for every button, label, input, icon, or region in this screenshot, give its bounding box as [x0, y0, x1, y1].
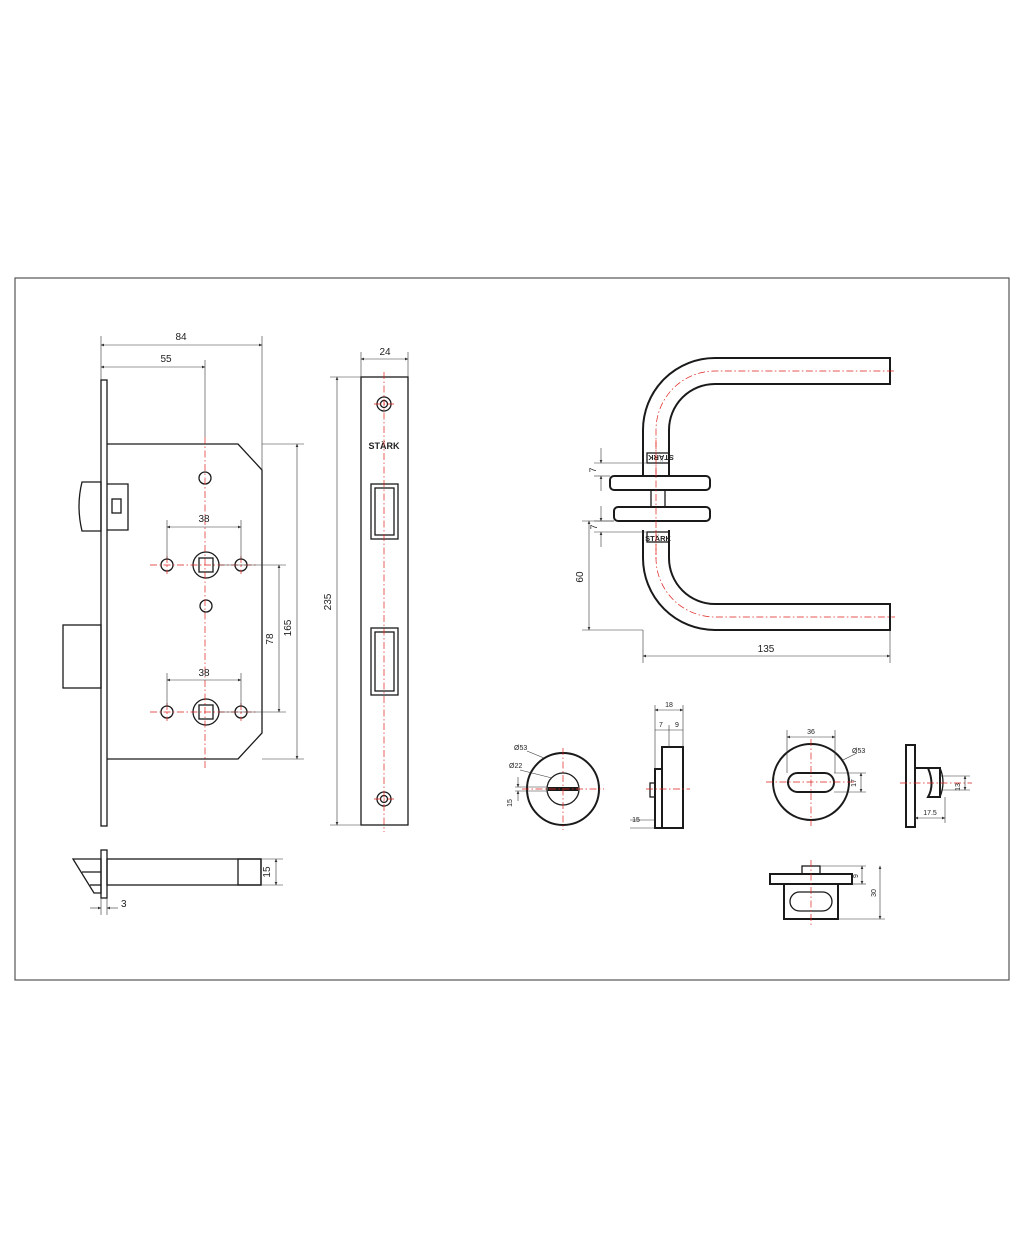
dim-backset-55: 55 [160, 354, 172, 365]
dim-knob-height-13: 13 [955, 783, 962, 791]
dim-rose-gap-7-upper: 7 [588, 467, 598, 472]
dim-knob-depth-17-5: 17.5 [923, 810, 937, 817]
dim-oval-width-36: 36 [807, 729, 815, 736]
forend-front-view: STÄRK [360, 372, 409, 832]
dim-handle-height-60: 60 [575, 571, 586, 583]
mortise-lock-body [62, 379, 263, 827]
oval-escutcheon-side-dimensions: 13 17.5 [914, 775, 970, 823]
dim-rose-gap-7-lower: 7 [589, 524, 599, 529]
dim-hole-spacing-38-bottom: 38 [198, 668, 210, 679]
dim-latch-height-15: 15 [262, 866, 273, 878]
dim-width-84: 84 [175, 332, 187, 343]
lever-handle: STÄRK STÄRK [609, 357, 895, 631]
oval-escutcheon-side [900, 744, 972, 828]
oval-escutcheon-plan-dimensions: 9 30 [820, 865, 885, 920]
dim-forend-width-24: 24 [379, 347, 391, 358]
dim-base-15: 15 [632, 817, 640, 824]
dim-dia-53-oval: Ø53 [852, 748, 865, 755]
oval-escutcheon-plan [769, 860, 853, 925]
dim-plan-30: 30 [871, 889, 878, 897]
handle-brand-upper: STÄRK [648, 453, 674, 462]
oval-escutcheon-front-dimensions: 36 Ø53 17 [786, 729, 866, 793]
dim-case-height-165: 165 [283, 619, 294, 636]
mortise-dimensions: 84 55 38 38 78 165 [100, 332, 304, 760]
oval-escutcheon-front [766, 739, 856, 826]
forend-dimensions: 24 235 [323, 347, 409, 826]
dim-hole-spacing-38-top: 38 [198, 514, 210, 525]
dim-split-7: 7 [659, 722, 663, 729]
turn-escutcheon-side-dimensions: 18 7 9 15 [630, 702, 684, 829]
dim-dia-53-turn: Ø53 [514, 745, 527, 752]
dim-depth-18: 18 [665, 702, 673, 709]
handle-dimensions: 7 7 60 135 [575, 448, 891, 663]
dim-centres-78: 78 [265, 633, 276, 645]
dim-forend-length-235: 235 [323, 593, 334, 610]
dim-slot-height-17: 17 [851, 779, 858, 787]
latch-side-view: 15 3 [71, 849, 283, 915]
turn-escutcheon-front-dimensions: Ø53 Ø22 15 [507, 745, 553, 807]
dim-plan-9: 9 [853, 874, 860, 878]
dim-slot-15-turn: 15 [507, 799, 514, 807]
dim-latch-projection-3: 3 [121, 899, 127, 910]
turn-escutcheon-front [522, 748, 604, 830]
dim-dia-22-turn: Ø22 [509, 763, 522, 770]
turn-escutcheon-side [646, 746, 690, 829]
dim-handle-length-135: 135 [758, 644, 775, 655]
handle-brand-lower: STÄRK [645, 534, 671, 543]
dim-split-9: 9 [675, 722, 679, 729]
drawing-border [14, 277, 1010, 981]
